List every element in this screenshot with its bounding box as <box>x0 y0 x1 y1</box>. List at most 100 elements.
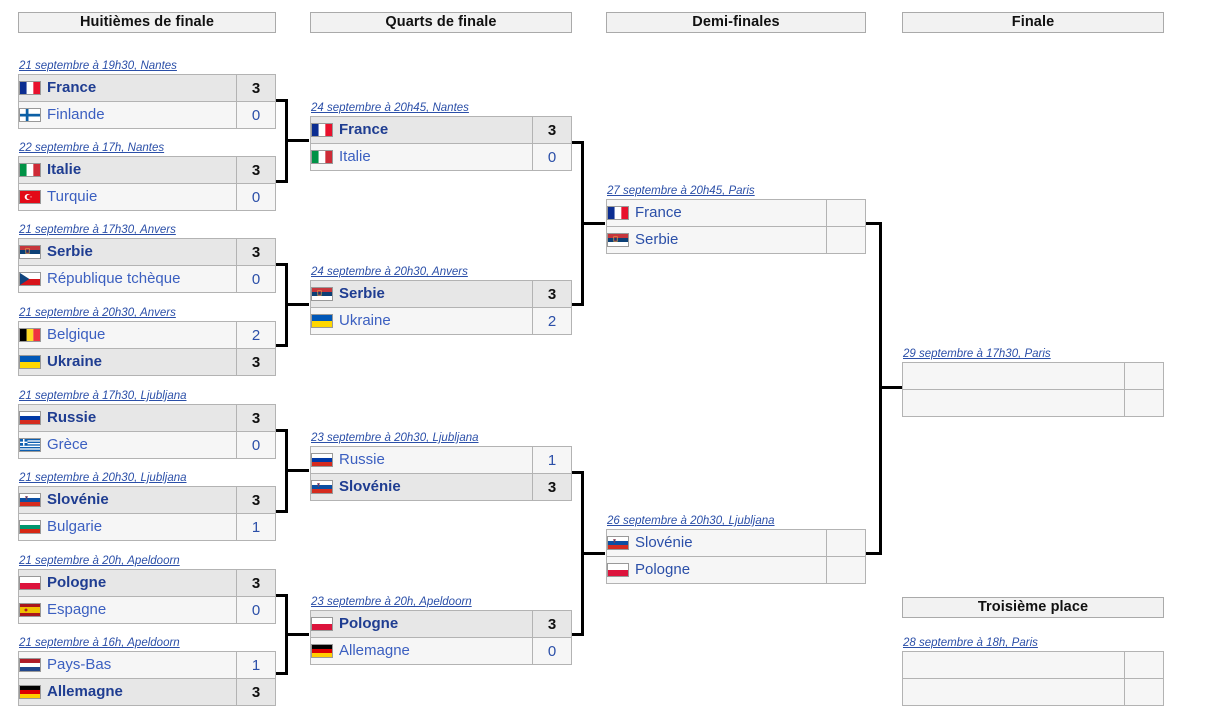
team-name: Serbie <box>47 243 93 260</box>
table-row[interactable]: Italie 0 <box>310 143 572 171</box>
table-row[interactable]: Slovénie 3 <box>310 473 572 501</box>
table-row[interactable]: France <box>606 199 866 227</box>
team-cell: France <box>18 74 237 102</box>
match-date: 23 septembre à 20h, Apeldoorn <box>311 596 472 608</box>
table-row[interactable]: Pologne <box>606 556 866 584</box>
table-row[interactable]: Bulgarie 1 <box>18 513 276 541</box>
bracket-connector <box>274 429 288 432</box>
match-r16-1[interactable]: 21 septembre à 19h30, Nantes France 3 Fi… <box>18 60 276 129</box>
table-row[interactable]: Slovénie <box>606 529 866 557</box>
team-name: Pays-Bas <box>47 656 112 673</box>
table-row[interactable]: République tchèque 0 <box>18 265 276 293</box>
table-row[interactable]: Italie 3 <box>18 156 276 184</box>
flag-icon-it <box>311 150 333 164</box>
round-header-semi-finals: Demi-finales <box>606 12 866 33</box>
team-name: Ukraine <box>339 312 391 329</box>
match-r16-5[interactable]: 21 septembre à 17h30, Ljubljana Russie 3… <box>18 390 276 459</box>
team-cell: Pologne <box>606 556 827 584</box>
bracket-connector <box>274 180 288 183</box>
bracket-connector <box>581 552 605 555</box>
team-name: Pologne <box>339 615 399 632</box>
score-cell <box>1124 362 1164 390</box>
bracket-connector <box>570 303 584 306</box>
table-row[interactable]: Allemagne 0 <box>310 637 572 665</box>
match-date: 21 septembre à 16h, Apeldoorn <box>19 637 180 649</box>
team-cell: Serbie <box>310 280 533 308</box>
bracket-connector <box>285 139 309 142</box>
table-row[interactable] <box>902 651 1164 679</box>
bracket-connector <box>274 263 288 266</box>
match-r16-8[interactable]: 21 septembre à 16h, Apeldoorn Pays-Bas 1… <box>18 637 276 706</box>
flag-icon-pl <box>311 617 333 631</box>
flag-icon-si <box>607 536 629 550</box>
table-row[interactable]: Grèce 0 <box>18 431 276 459</box>
table-row[interactable]: Serbie <box>606 226 866 254</box>
table-row[interactable] <box>902 678 1164 706</box>
flag-icon-es <box>19 603 41 617</box>
score-cell <box>826 556 866 584</box>
flag-icon-si <box>19 493 41 507</box>
table-row[interactable] <box>902 362 1164 390</box>
table-row[interactable]: Pologne 3 <box>18 569 276 597</box>
table-row[interactable]: Serbie 3 <box>310 280 572 308</box>
flag-icon-it <box>19 163 41 177</box>
table-row[interactable]: Ukraine 2 <box>310 307 572 335</box>
team-cell: Italie <box>18 156 237 184</box>
bracket-connector <box>274 510 288 513</box>
score-cell <box>1124 651 1164 679</box>
bracket-connector <box>285 469 309 472</box>
table-row[interactable]: Pologne 3 <box>310 610 572 638</box>
match-r16-3[interactable]: 21 septembre à 17h30, Anvers Serbie 3 Ré… <box>18 224 276 293</box>
team-name: Serbie <box>635 231 679 248</box>
flag-icon-pl <box>19 576 41 590</box>
team-name: Ukraine <box>47 353 103 370</box>
match-r16-6[interactable]: 21 septembre à 20h30, Ljubljana Slovénie… <box>18 472 276 541</box>
match-third-place[interactable]: 28 septembre à 18h, Paris <box>902 637 1164 706</box>
table-row[interactable]: Turquie 0 <box>18 183 276 211</box>
team-name: Belgique <box>47 326 106 343</box>
match-qf-4[interactable]: 23 septembre à 20h, Apeldoorn Pologne 3 … <box>310 596 572 665</box>
match-date: 23 septembre à 20h30, Ljubljana <box>311 432 479 444</box>
team-name: Allemagne <box>339 642 410 659</box>
table-row[interactable]: Espagne 0 <box>18 596 276 624</box>
bracket-connector <box>274 594 288 597</box>
flag-icon-be <box>19 328 41 342</box>
match-final[interactable]: 29 septembre à 17h30, Paris <box>902 348 1164 417</box>
team-cell: Finlande <box>18 101 237 129</box>
team-cell: France <box>606 199 827 227</box>
match-qf-3[interactable]: 23 septembre à 20h30, Ljubljana Russie 1… <box>310 432 572 501</box>
table-row[interactable]: Russie 1 <box>310 446 572 474</box>
table-row[interactable]: Ukraine 3 <box>18 348 276 376</box>
table-row[interactable]: Russie 3 <box>18 404 276 432</box>
table-row[interactable]: Serbie 3 <box>18 238 276 266</box>
match-sf-1[interactable]: 27 septembre à 20h45, Paris France Serbi… <box>606 185 866 254</box>
match-r16-7[interactable]: 21 septembre à 20h, Apeldoorn Pologne 3 … <box>18 555 276 624</box>
team-name: Slovénie <box>47 491 109 508</box>
table-row[interactable]: France 3 <box>310 116 572 144</box>
match-r16-4[interactable]: 21 septembre à 20h30, Anvers Belgique 2 … <box>18 307 276 376</box>
team-cell: République tchèque <box>18 265 237 293</box>
match-qf-1[interactable]: 24 septembre à 20h45, Nantes France 3 It… <box>310 102 572 171</box>
team-name: Italie <box>47 161 82 178</box>
team-cell: Turquie <box>18 183 237 211</box>
team-name: Bulgarie <box>47 518 103 535</box>
flag-icon-rs <box>19 245 41 259</box>
team-cell: Slovénie <box>310 473 533 501</box>
match-qf-2[interactable]: 24 septembre à 20h30, Anvers Serbie 3 Uk… <box>310 266 572 335</box>
table-row[interactable] <box>902 389 1164 417</box>
match-date: 21 septembre à 19h30, Nantes <box>19 60 177 72</box>
table-row[interactable]: Allemagne 3 <box>18 678 276 706</box>
score-cell: 0 <box>236 431 276 459</box>
table-row[interactable]: Pays-Bas 1 <box>18 651 276 679</box>
match-sf-2[interactable]: 26 septembre à 20h30, Ljubljana Slovénie… <box>606 515 866 584</box>
round-header-final: Finale <box>902 12 1164 33</box>
match-r16-2[interactable]: 22 septembre à 17h, Nantes Italie 3 Turq… <box>18 142 276 211</box>
team-cell: Pays-Bas <box>18 651 237 679</box>
table-row[interactable]: France 3 <box>18 74 276 102</box>
score-cell: 2 <box>532 307 572 335</box>
match-date: 24 septembre à 20h45, Nantes <box>311 102 469 114</box>
team-cell: Allemagne <box>310 637 533 665</box>
table-row[interactable]: Belgique 2 <box>18 321 276 349</box>
table-row[interactable]: Finlande 0 <box>18 101 276 129</box>
table-row[interactable]: Slovénie 3 <box>18 486 276 514</box>
